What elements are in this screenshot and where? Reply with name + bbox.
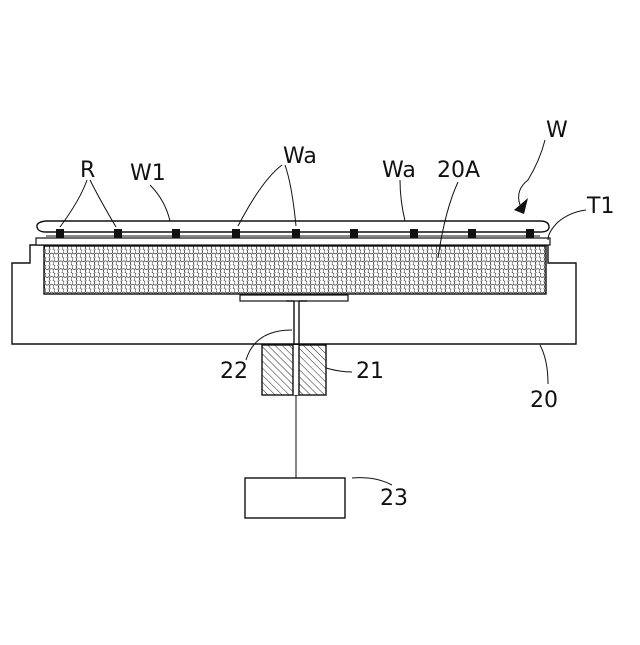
label-21: 21 <box>356 359 384 384</box>
leader-lines <box>60 140 586 485</box>
label-20a: 20A <box>437 158 480 183</box>
shaft-21 <box>262 345 326 395</box>
label-20: 20 <box>530 388 558 413</box>
label-t1: T1 <box>586 194 614 219</box>
label-23: 23 <box>380 486 408 511</box>
label-w1: W1 <box>130 161 166 186</box>
label-r: R <box>80 158 95 183</box>
label-wa-right: Wa <box>382 158 416 183</box>
bump-row <box>56 229 534 238</box>
reference-labels: R W1 Wa Wa 20A W T1 22 21 20 23 <box>80 118 614 511</box>
label-wa-left: Wa <box>283 144 317 169</box>
tape-t1 <box>36 238 550 245</box>
porous-plate <box>44 246 546 294</box>
label-22: 22 <box>220 359 248 384</box>
suction-passage <box>286 301 307 345</box>
suction-source-box <box>245 478 345 518</box>
label-w: W <box>546 118 568 143</box>
